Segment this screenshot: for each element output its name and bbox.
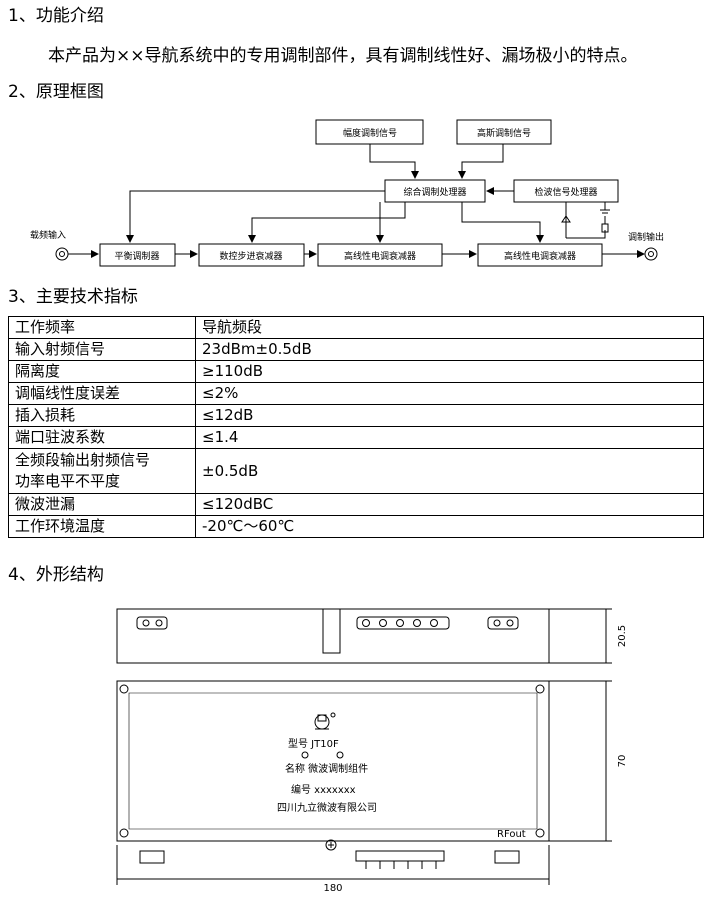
- spec-value: ≤1.4: [195, 426, 704, 449]
- rfout-label: RFout: [497, 829, 526, 840]
- section-heading-function: 1、功能介绍: [8, 6, 104, 26]
- spec-key-line2: 功率电平不平度: [15, 472, 121, 490]
- section-heading-specs: 3、主要技术指标: [8, 287, 138, 307]
- table-row: 端口驻波系数≤1.4: [8, 426, 704, 449]
- serial-label: 编号 xxxxxxx: [291, 783, 356, 796]
- side-connector-right: [487, 616, 519, 630]
- company-logo: [314, 712, 336, 730]
- section-heading-block-diagram: 2、原理框图: [8, 82, 104, 102]
- section-heading-outline: 4、外形结构: [8, 565, 104, 585]
- model-label: 型号 JT10F: [288, 737, 339, 750]
- side-connector-left: [136, 616, 168, 630]
- linear-attenuator-1-box: [317, 243, 443, 267]
- highspeed-signal-label: 高斯调制信号: [477, 127, 531, 139]
- spec-key: 调幅线性度误差: [8, 382, 196, 405]
- linear-attenuator-1-label: 高线性电调衰减器: [344, 250, 416, 262]
- table-row: 调幅线性度误差≤2%: [8, 382, 704, 405]
- spec-key: 端口驻波系数: [8, 426, 196, 449]
- carrier-input-label: 载频输入: [30, 229, 66, 241]
- spec-value: 导航频段: [195, 316, 704, 339]
- outline-drawing: 20.5 70 180 型号 JT10F 名称 微波调制组件 编号 xxxxxx…: [116, 608, 628, 894]
- table-row: 隔离度≥110dB: [8, 360, 704, 383]
- spec-value: -20℃～60℃: [195, 515, 704, 538]
- carrier-input-port: [55, 247, 69, 261]
- linear-attenuator-2-box: [477, 243, 603, 267]
- table-row: 工作环境温度-20℃～60℃: [8, 515, 704, 538]
- spec-key: 工作频率: [8, 316, 196, 339]
- spec-value: ≤120dBC: [195, 493, 704, 516]
- spec-value: ≤12dB: [195, 404, 704, 427]
- table-row: 微波泄漏≤120dBC: [8, 493, 704, 516]
- highspeed-signal-box: [456, 119, 552, 145]
- amp-signal-box: [315, 119, 424, 145]
- spec-key: 输入射频信号: [8, 338, 196, 361]
- digital-attenuator-label: 数控步进衰减器: [219, 250, 282, 262]
- combined-processor-label: 综合调制处理器: [403, 186, 466, 198]
- spec-key: 全频段输出射频信号功率电平不平度: [8, 448, 196, 494]
- digital-attenuator-box: [198, 243, 305, 267]
- table-row: 全频段输出射频信号功率电平不平度±0.5dB: [8, 448, 704, 494]
- spec-value: ≥110dB: [195, 360, 704, 383]
- dim-height-side: 20.5: [617, 625, 628, 647]
- amp-signal-label: 幅度调制信号: [343, 127, 397, 139]
- dim-width: 180: [323, 883, 342, 894]
- name-label: 名称 微波调制组件: [285, 762, 368, 775]
- modulation-output-label: 调制输出: [628, 231, 664, 243]
- modulation-output-port: [644, 247, 658, 261]
- spec-value: ±0.5dB: [195, 448, 704, 494]
- table-row: 工作频率导航频段: [8, 316, 704, 339]
- spec-key: 工作环境温度: [8, 515, 196, 538]
- spec-key: 隔离度: [8, 360, 196, 383]
- side-view: [116, 608, 550, 664]
- intro-paragraph: 本产品为××导航系统中的专用调制部件，具有调制线性好、漏场极小的特点。: [48, 46, 638, 66]
- company-name: 四川九立微波有限公司: [277, 801, 377, 814]
- spec-key: 插入损耗: [8, 404, 196, 427]
- spec-key: 微波泄漏: [8, 493, 196, 516]
- detector-processor-label: 检波信号处理器: [534, 186, 597, 198]
- dim-height: 70: [617, 755, 628, 768]
- balanced-modulator-box: [99, 243, 176, 267]
- table-row: 插入损耗≤12dB: [8, 404, 704, 427]
- linear-attenuator-2-label: 高线性电调衰减器: [504, 250, 576, 262]
- side-connector-center: [356, 616, 450, 630]
- balanced-modulator-label: 平衡调制器: [114, 250, 159, 262]
- spec-value: 23dBm±0.5dB: [195, 338, 704, 361]
- spec-value: ≤2%: [195, 382, 704, 405]
- block-diagram: 幅度调制信号 高斯调制信号 综合调制处理器 检波信号处理器 载频输入 平衡调制器…: [30, 119, 664, 267]
- spec-key-line1: 全频段输出射频信号: [15, 451, 151, 469]
- top-view: [116, 680, 550, 842]
